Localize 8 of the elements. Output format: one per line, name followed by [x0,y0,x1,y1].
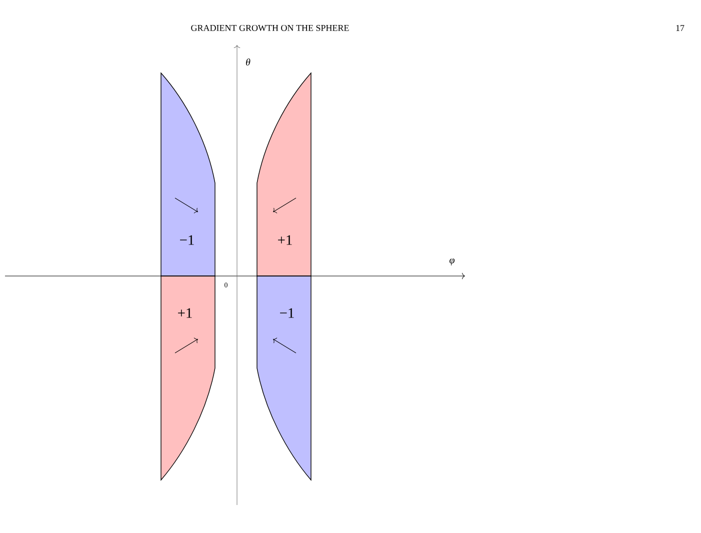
region-label: +1 [278,235,292,245]
axis-label: φ [450,258,454,266]
region-label: −1 [280,308,294,318]
region-label: −1 [180,235,194,245]
region-label: +1 [178,308,192,318]
running-head: GRADIENT GROWTH ON THE SPHERE [191,24,349,32]
axis-label: θ [246,58,250,66]
page-number: 17 [676,25,684,31]
